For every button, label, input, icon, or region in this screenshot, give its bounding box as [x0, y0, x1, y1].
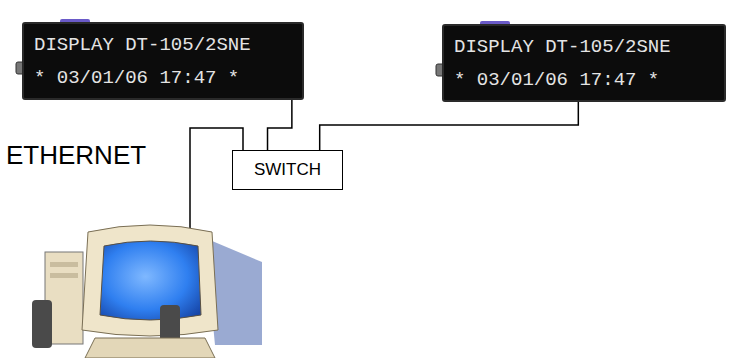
switch-box: SWITCH — [232, 150, 343, 190]
display-text: * 03/01/06 17:47 * — [34, 66, 292, 90]
ethernet-cable — [268, 100, 292, 150]
monitor-base — [85, 338, 215, 358]
monitor-screen — [100, 241, 201, 320]
monitor-body — [82, 225, 218, 336]
led-display: DISPLAY DT-105/2SNE * 03/01/06 17:47 * — [442, 24, 726, 102]
pc-drive — [50, 273, 78, 278]
display-text: DISPLAY DT-105/2SNE — [34, 33, 292, 57]
switch-label: SWITCH — [254, 160, 321, 180]
ethernet-cable — [320, 102, 579, 150]
network-label: ETHERNET — [6, 140, 146, 171]
display-text: * 03/01/06 17:47 * — [454, 68, 714, 92]
pc-drive — [50, 262, 78, 267]
speaker — [32, 300, 52, 348]
display-text: DISPLAY DT-105/2SNE — [454, 35, 714, 59]
led-display: DISPLAY DT-105/2SNE * 03/01/06 17:47 * — [22, 22, 304, 100]
